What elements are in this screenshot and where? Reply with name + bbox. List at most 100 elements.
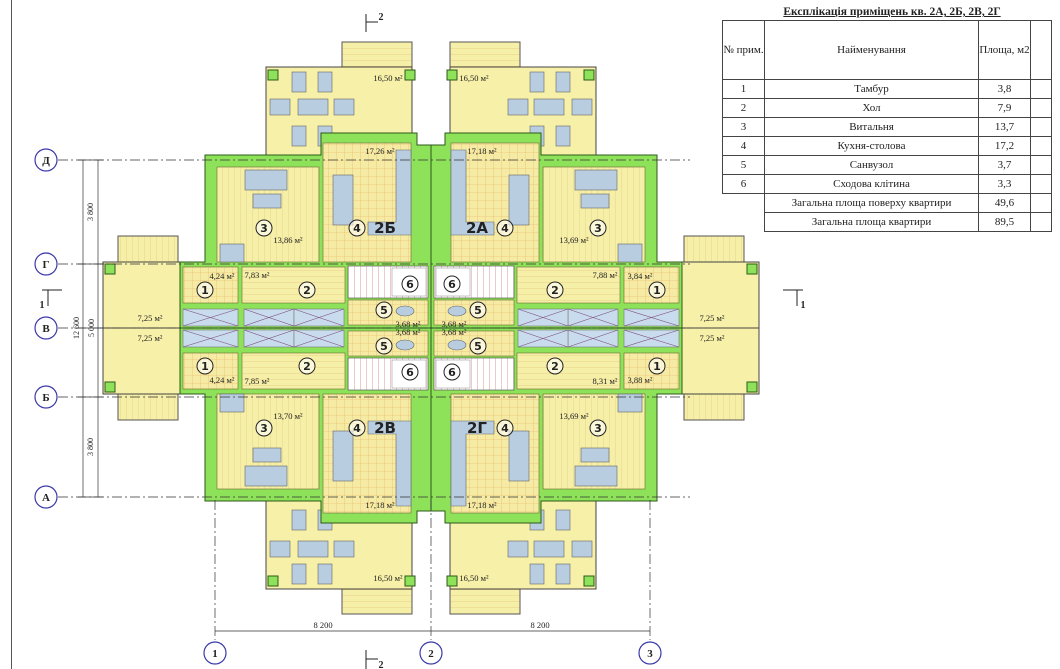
dim-text: 3 800: [86, 203, 95, 221]
room-number: 5: [474, 304, 482, 317]
kitchen-counter: [367, 149, 412, 236]
chair-icon: [507, 98, 529, 116]
sofa-icon: [574, 465, 618, 487]
hatch-cross: [623, 329, 680, 348]
section-label: 1: [40, 300, 45, 311]
area-label-living: 13,69 м²: [559, 235, 589, 245]
area-label-kitchen: 17,26 м²: [365, 146, 395, 156]
axis-label: А: [42, 492, 50, 504]
dim-text: 8 200: [313, 620, 332, 630]
hall: [516, 352, 621, 390]
column-icon: [746, 263, 758, 275]
cell-blank: [1030, 98, 1052, 118]
side-stairs: [683, 235, 745, 264]
cell-area: 17,2: [978, 136, 1031, 156]
chair-icon: [317, 563, 333, 585]
toilet-icon: [447, 339, 467, 351]
cell-empty: [723, 194, 765, 213]
header-num: № прим.: [722, 20, 765, 80]
area-label-side: 7,25 м²: [138, 333, 163, 343]
room-number-circle: [496, 419, 514, 437]
chair-icon: [291, 563, 307, 585]
room-number-circle: [589, 219, 607, 237]
chair-icon: [529, 71, 545, 93]
area-label-kitchen: 17,18 м²: [467, 500, 497, 510]
axis-label: Б: [42, 392, 49, 404]
axis-bubble: [203, 641, 227, 665]
room-number-circle: [348, 219, 366, 237]
room-number-circle: [496, 219, 514, 237]
section-2-mark: [365, 14, 378, 32]
coffee-table-icon: [252, 193, 282, 209]
room-number-circle: [401, 363, 419, 381]
apartment-label: 2Б: [374, 219, 396, 237]
section-2-mark: [365, 650, 378, 669]
chair-icon: [291, 125, 307, 147]
area-label-tambur: 4,24 м²: [210, 375, 235, 385]
axis-label: В: [42, 323, 50, 335]
axis-bubble: [34, 252, 58, 276]
room-number-circle: [255, 219, 273, 237]
room-number-circle: [298, 357, 316, 375]
room-number: 4: [501, 422, 509, 435]
axis-label: 2: [428, 648, 434, 660]
room-number-circle: [469, 337, 487, 355]
axis-bubble: [34, 148, 58, 172]
dining-table-icon: [332, 430, 354, 482]
toilet-icon: [395, 339, 415, 351]
sofa-icon: [244, 169, 288, 191]
hatch-cross: [517, 308, 569, 327]
dining-table-icon: [508, 430, 530, 482]
chair-icon: [291, 71, 307, 93]
cell-name: Витальня: [764, 117, 979, 137]
axis-label: Г: [43, 259, 50, 271]
armchair-icon: [219, 243, 245, 263]
room-number-circle: [648, 357, 666, 375]
kitchen-counter: [450, 420, 495, 507]
dim-text: 8 200: [530, 620, 549, 630]
apartment-tl: [102, 41, 432, 329]
cell-blank: [1030, 136, 1052, 156]
area-label-bath: 3,68 м²: [442, 319, 467, 329]
room-number: 1: [201, 360, 209, 373]
hatch-cross: [243, 329, 295, 348]
column-icon: [583, 575, 595, 587]
chair-icon: [507, 540, 529, 558]
room-number-circle: [589, 419, 607, 437]
chair-icon: [571, 98, 593, 116]
apartment-bl: [102, 327, 432, 615]
cell-num: 2: [722, 98, 765, 118]
entrance-stairs: [341, 587, 413, 615]
room-number: 4: [501, 222, 509, 235]
corridor-hatch: [517, 329, 680, 348]
room-number: 5: [380, 304, 388, 317]
cell-num: 4: [722, 136, 765, 156]
dim-text: 5 000: [87, 319, 96, 337]
total-area: 89,5: [978, 212, 1031, 232]
cell-empty: [723, 213, 765, 232]
coffee-table-icon: [252, 447, 282, 463]
area-label-living: 13,69 м²: [559, 411, 589, 421]
cell-num: 3: [722, 117, 765, 137]
room-number-circle: [375, 301, 393, 319]
room-number: 1: [201, 284, 209, 297]
coffee-table-icon: [580, 447, 610, 463]
chair-icon: [529, 563, 545, 585]
chair-icon: [333, 98, 355, 116]
cell-blank: [1030, 79, 1052, 99]
side-stairs: [683, 392, 745, 421]
hatch-cross: [182, 308, 239, 327]
room-number-circle: [546, 281, 564, 299]
cell-area: 7,9: [978, 98, 1031, 118]
room-number: 2: [551, 284, 559, 297]
dim-text: 12 600: [72, 317, 81, 339]
corridor-hatch: [517, 308, 680, 327]
cell-area: 3,7: [978, 155, 1031, 175]
axis-bubble: [638, 641, 662, 665]
side-terrace: [102, 327, 181, 395]
table-header-row: № прим. Найменування Площа, м2: [722, 20, 1052, 80]
explication-title: Експлікація приміщень кв. 2А, 2Б, 2В, 2Г: [783, 6, 1001, 18]
